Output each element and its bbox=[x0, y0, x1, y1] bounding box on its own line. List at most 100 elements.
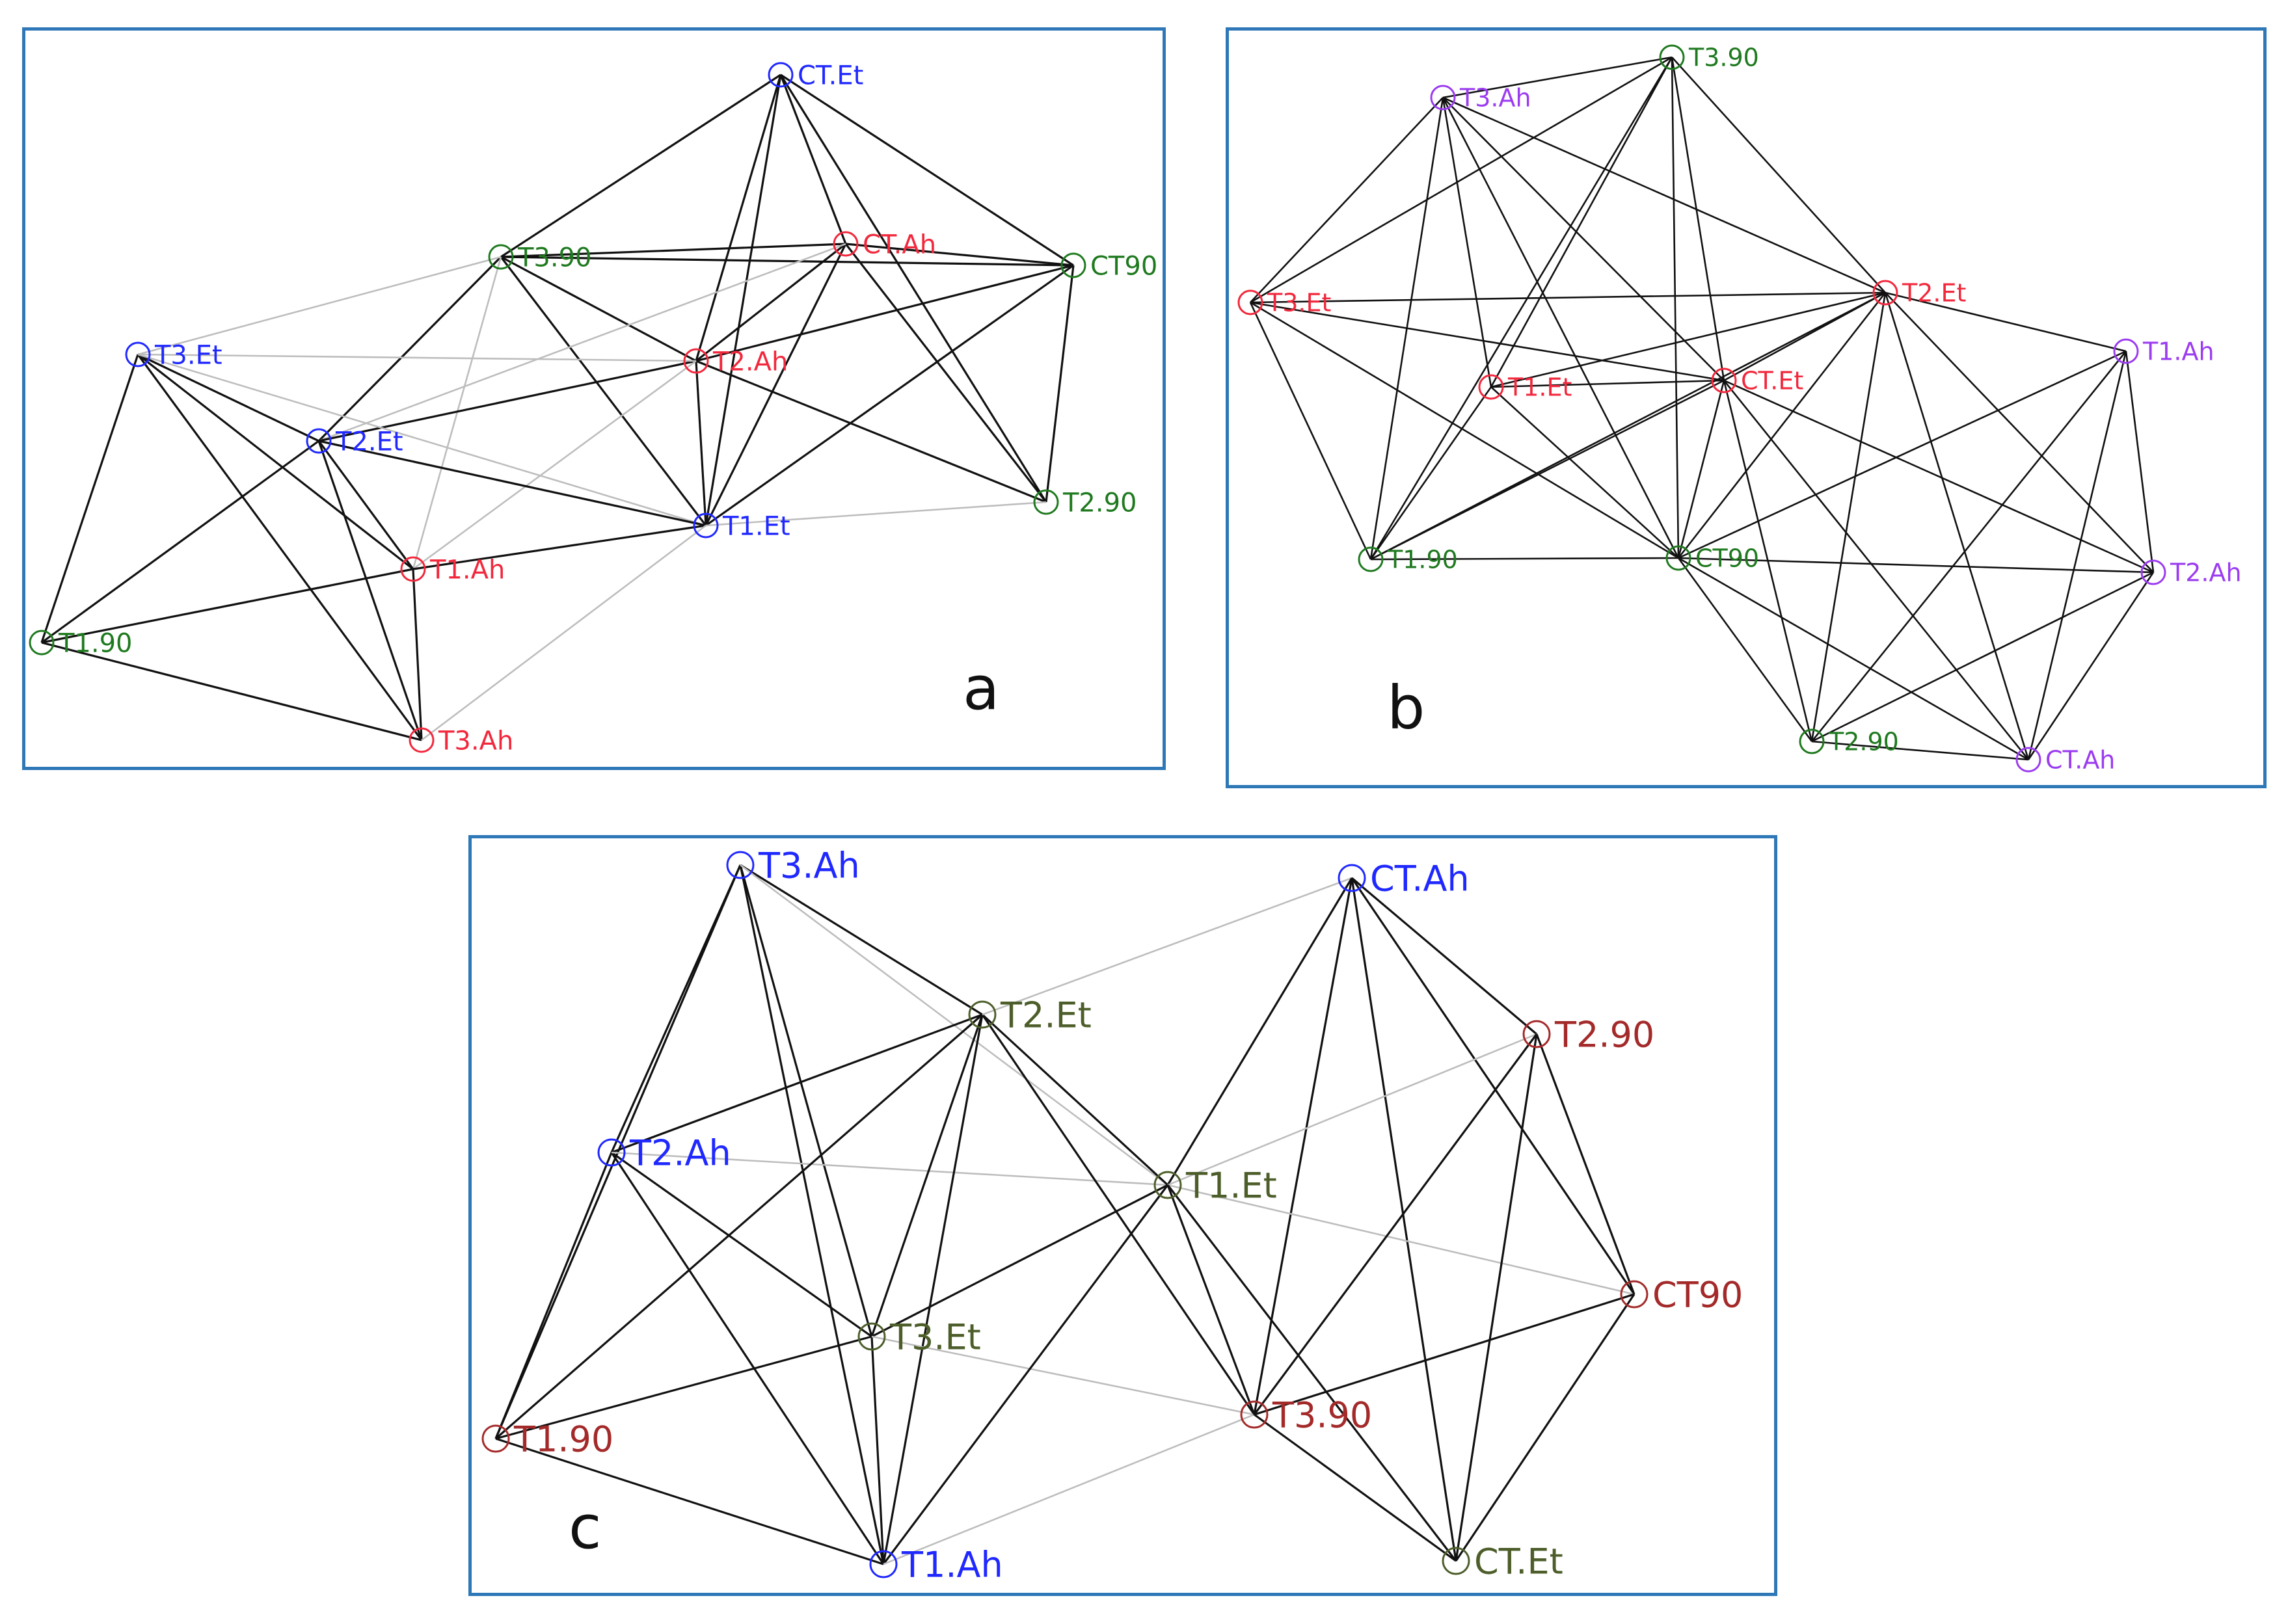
panel-b-node-ct-et bbox=[1711, 367, 1737, 393]
panel-b-edge-t1-et-ct-et bbox=[1490, 379, 1725, 388]
panel-c-edge-t2-ah-t1-90 bbox=[494, 1152, 613, 1439]
panel-b-edge-t3-90-t3-et bbox=[1250, 56, 1673, 304]
panel-c-node-label-ct-et: CT.Et bbox=[1474, 1541, 1563, 1582]
panel-b-edge-ct-et-ct90 bbox=[1677, 380, 1725, 559]
panel-c-edge-t2-et-t1-et bbox=[981, 1013, 1169, 1186]
panel-c-edge-t3-ah-t1-ah bbox=[739, 864, 885, 1565]
panel-c-node-t3-ah bbox=[726, 851, 755, 879]
panel-b-edge-t3-90-t1-et bbox=[1490, 57, 1673, 388]
panel-c-edge-t3-90-ct-et bbox=[1254, 1413, 1457, 1562]
panel-c-edge-t3-et-t1-90 bbox=[495, 1335, 872, 1440]
panel-b-edge-ct90-t2-90 bbox=[1677, 557, 1813, 742]
panel-b-edge-t1-et-t2-et bbox=[1490, 291, 1886, 388]
panel-c-edge-t3-ah-t1-90 bbox=[494, 864, 742, 1439]
panel-a-edge-t3-90-t1-ah bbox=[412, 256, 502, 570]
panel-a-edge-t3-et-t1-ah bbox=[137, 353, 414, 570]
panel-c-edge-t1-et-ct-et bbox=[1166, 1184, 1457, 1562]
panel-b-edge-ct-et-ct-ah bbox=[1723, 380, 2030, 760]
panel-b-node-label-t2-et: T2.Et bbox=[1902, 279, 1966, 308]
panel-a-edge-ct-et-ct90 bbox=[780, 73, 1074, 267]
panel-a-edge-t1-ah-t1-90 bbox=[41, 568, 414, 644]
panel-a-node-t2-90 bbox=[1033, 489, 1059, 515]
panel-b-node-label-ct-et: CT.Et bbox=[1741, 367, 1803, 395]
panel-a-edge-t3-et-t3-ah bbox=[137, 354, 423, 741]
panel-a-node-label-t2-ah: T2.Ah bbox=[712, 347, 788, 377]
panel-b-edge-t1-ah-ct-ah bbox=[2027, 351, 2127, 760]
panel-c-node-label-ct90: CT90 bbox=[1652, 1274, 1743, 1315]
panel-b-node-label-t2-90: T2.90 bbox=[1828, 728, 1899, 756]
panel-b-edge-t1-et-ct90 bbox=[1490, 386, 1679, 559]
panel-b-node-label-ct-ah: CT.Ah bbox=[2045, 746, 2115, 775]
panel-a-node-label-t1-ah: T1.Ah bbox=[429, 555, 505, 585]
panel-b-node-ct-ah bbox=[2015, 747, 2041, 773]
panel-c-edge-t2-90-ct90 bbox=[1535, 1033, 1635, 1295]
panel-c-node-label-t2-90: T2.90 bbox=[1554, 1014, 1654, 1055]
panel-c-edge-ct-ah-ct90 bbox=[1351, 877, 1635, 1295]
panel-a-node-label-ct90: CT90 bbox=[1090, 251, 1157, 281]
panel-c-edge-t1-et-t2-90 bbox=[1167, 1033, 1537, 1186]
panel-b-edge-t3-ah-ct90 bbox=[1442, 97, 1680, 559]
panel-c-edge-t1-et-t3-90 bbox=[1166, 1184, 1256, 1415]
panel-c-edge-t1-et-ct90 bbox=[1167, 1184, 1635, 1296]
panel-a-node-label-t2-et: T2.Et bbox=[335, 427, 403, 457]
panel-a-node-label-ct-et: CT.Et bbox=[798, 60, 863, 90]
panel-a-node-label-t3-90: T3.90 bbox=[517, 243, 592, 273]
panel-b-edge-t1-ah-t2-ah bbox=[2125, 351, 2155, 573]
panel-c-node-t3-90 bbox=[1240, 1400, 1269, 1429]
panel-c-edge-t1-90-t1-ah bbox=[495, 1437, 884, 1565]
panel-c-edge-t2-et-t1-ah bbox=[882, 1014, 984, 1565]
panel-c-edge-ct90-ct-et bbox=[1455, 1294, 1635, 1562]
panel-a-edge-t2-et-t1-et bbox=[318, 440, 707, 527]
panel-a-node-label-t1-90: T1.90 bbox=[58, 628, 133, 658]
panel-b-node-t2-ah bbox=[2140, 559, 2166, 585]
panel-a-node-label-ct-ah: CT.Ah bbox=[863, 230, 936, 260]
panel-a-edge-ct90-t1-et bbox=[705, 264, 1074, 527]
panel-c-node-label-t3-ah: T3.Ah bbox=[758, 845, 860, 886]
panel-c-edge-ct-ah-t1-et bbox=[1166, 877, 1353, 1186]
panel-c-node-label-t3-90: T3.90 bbox=[1272, 1394, 1372, 1435]
panel-a-edge-t2-et-t1-ah bbox=[317, 440, 414, 570]
panel-c-edge-ct-ah-t2-90 bbox=[1351, 877, 1538, 1035]
panel-a-edge-t2-ah-t1-ah bbox=[412, 360, 697, 570]
panel-c-edge-t3-et-t3-90 bbox=[871, 1335, 1255, 1416]
panel-a-edge-t1-90-t3-ah bbox=[41, 641, 422, 741]
panel-c-edge-t2-et-ct-ah bbox=[982, 877, 1353, 1016]
panel-a-node-t2-et bbox=[306, 428, 332, 454]
panel-b-node-label-ct90: CT90 bbox=[1695, 544, 1759, 573]
panel-a-node-ct90 bbox=[1060, 252, 1086, 278]
panel-c-edge-t2-90-ct-et bbox=[1455, 1033, 1538, 1562]
panel-c-edge-t2-ah-t3-et bbox=[611, 1151, 872, 1338]
panel-b-edge-t3-90-ct90 bbox=[1671, 57, 1680, 559]
panel-b-node-t2-et bbox=[1872, 280, 1898, 306]
panel-b-node-t1-90 bbox=[1358, 546, 1384, 572]
panel-a-edge-ct-et-t2-ah bbox=[695, 74, 782, 362]
panel-b-node-label-t3-ah: T3.Ah bbox=[1459, 84, 1531, 113]
panel-b-edge-t3-ah-t2-et bbox=[1442, 96, 1886, 294]
panel-c-node-t2-ah bbox=[597, 1138, 626, 1167]
panel-b-edge-t2-et-ct90 bbox=[1677, 292, 1887, 559]
panel-c-node-label-t1-ah: T1.Ah bbox=[901, 1544, 1003, 1585]
panel-a-edge-t3-et-t1-90 bbox=[40, 354, 139, 643]
panel-a-edge-t1-ah-t1-et bbox=[412, 524, 707, 570]
panel-c-node-t1-ah bbox=[869, 1550, 898, 1578]
panel-c-edge-t3-ah-t3-et bbox=[739, 864, 873, 1337]
panel-a-node-t3-ah bbox=[409, 727, 435, 753]
panel-b-node-t1-ah bbox=[2113, 338, 2139, 364]
panel-c-edge-t3-et-t1-ah bbox=[870, 1336, 885, 1565]
panel-b-edge-t3-et-ct90 bbox=[1250, 301, 1679, 559]
panel-c-edge-t3-et-t1-et bbox=[871, 1184, 1168, 1338]
panel-c-node-t2-90 bbox=[1522, 1020, 1551, 1048]
panel-a-edge-t2-ah-t2-90 bbox=[695, 360, 1047, 503]
panel-b-node-t3-ah bbox=[1430, 85, 1456, 111]
panel-c-edge-t2-ah-t1-ah bbox=[610, 1152, 885, 1565]
panel-a-node-t1-et bbox=[693, 512, 719, 539]
panel-a-edge-t1-et-t3-ah bbox=[421, 524, 707, 741]
panel-a-node-label-t2-90: T2.90 bbox=[1062, 488, 1137, 518]
panel-b-edge-ct-et-t2-ah bbox=[1723, 379, 2154, 574]
panel-b-edge-ct90-t2-ah bbox=[1678, 557, 2154, 574]
panel-b-edge-t1-ah-ct90 bbox=[1678, 350, 2127, 559]
panel-c-node-t1-90 bbox=[481, 1424, 510, 1453]
panel-a-edge-ct-et-t2-90 bbox=[779, 74, 1047, 503]
panel-b-edge-t2-90-ct-ah bbox=[1811, 740, 2029, 761]
panel-c-node-label-t1-et: T1.Et bbox=[1185, 1165, 1277, 1206]
